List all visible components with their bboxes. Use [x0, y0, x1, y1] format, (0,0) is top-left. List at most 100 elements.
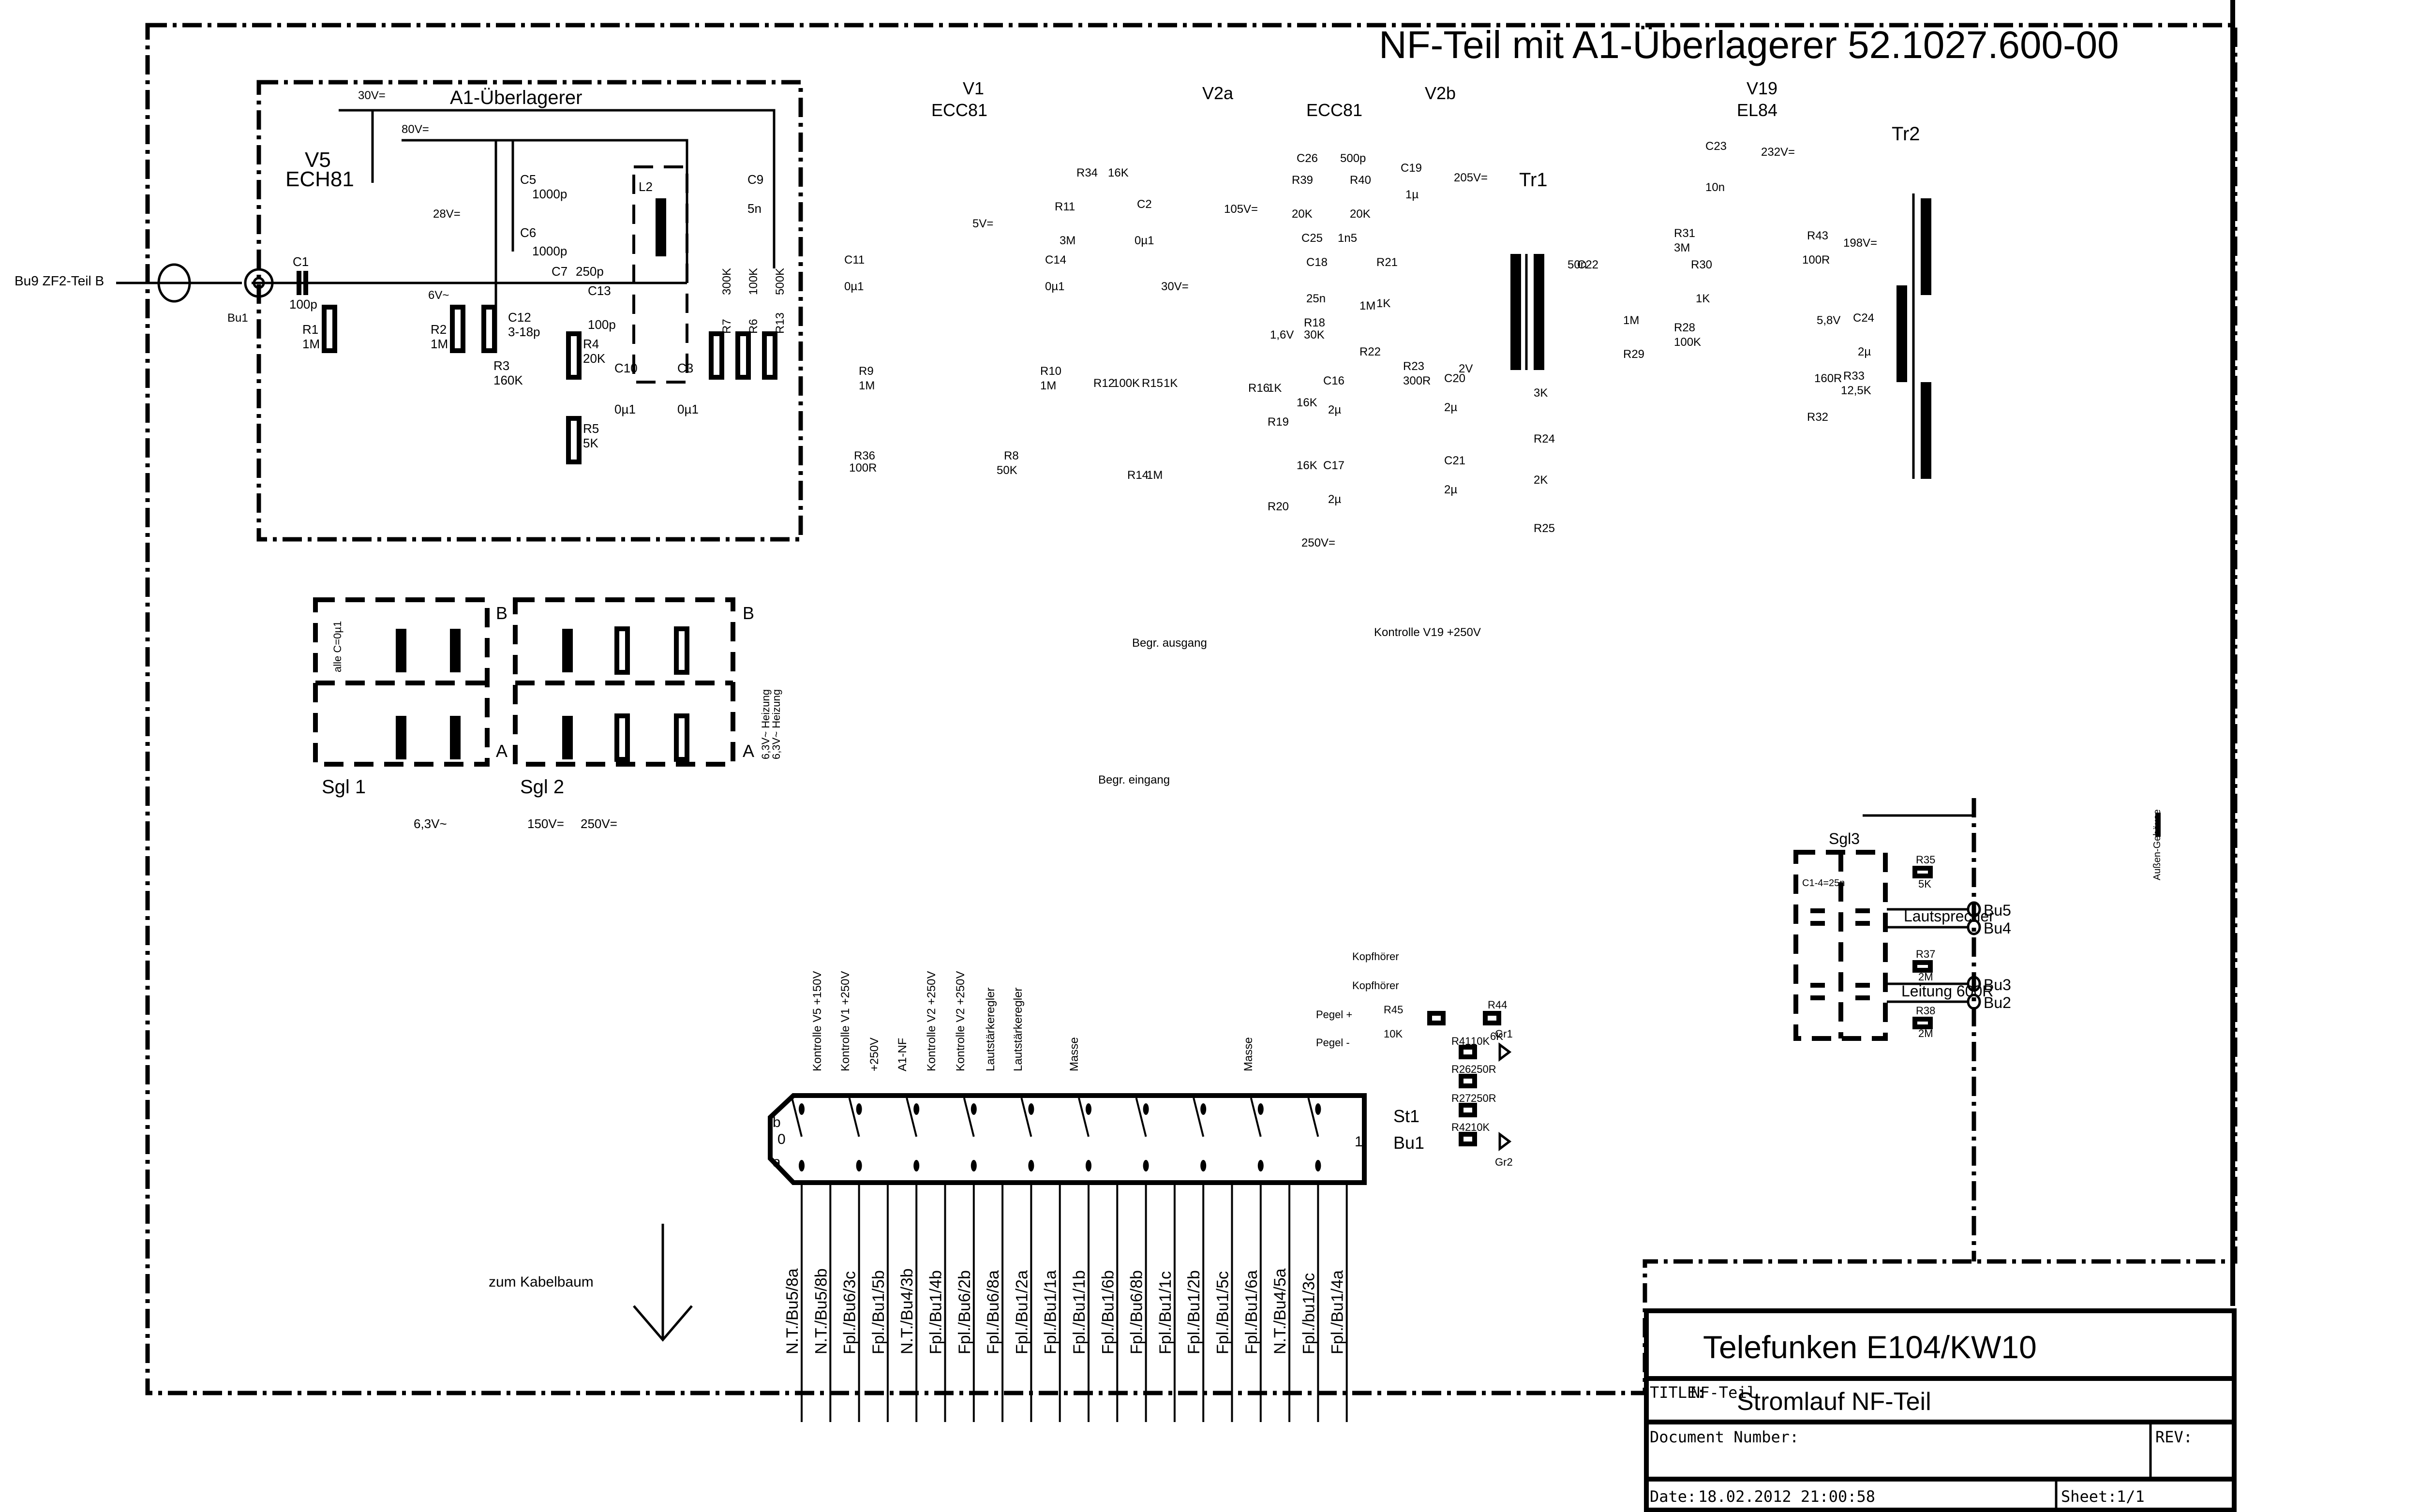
r38-value: 2M	[1918, 1027, 1933, 1039]
harness-wire-label: Fpl./Bu1/1b	[1070, 1270, 1089, 1354]
bu5-jack-icon[interactable]	[1967, 901, 1981, 918]
component-ref: C25	[1301, 232, 1323, 245]
component-ref: R29	[1623, 348, 1644, 361]
voltage-28v: 28V=	[433, 208, 461, 221]
switch-contact-b	[971, 1103, 977, 1115]
component-ref: R25	[1534, 522, 1555, 535]
r45-value: 10K	[1384, 1028, 1403, 1040]
voltage-label: 1,6V	[1270, 328, 1294, 341]
component-value: 16K	[1108, 166, 1129, 179]
switch-contact-b	[1315, 1103, 1321, 1115]
harness-wire-label: N.T./Bu5/8a	[783, 1268, 802, 1354]
harness-wire-label: Fpl./Bu1/5b	[869, 1270, 888, 1354]
component-value: 500p	[1340, 152, 1366, 165]
component-ref: R23	[1403, 360, 1424, 373]
component-ref: R28	[1674, 321, 1695, 334]
connector-signal-label: Masse	[1068, 1037, 1081, 1071]
bu2-jack-icon[interactable]	[1967, 993, 1981, 1010]
harness-wire-label: N.T./Bu4/3b	[898, 1268, 916, 1354]
st1-label: St1	[1393, 1106, 1419, 1126]
heater-label-2: 6,3V~ Heizung	[770, 689, 782, 759]
component-ref: R22	[1359, 345, 1381, 358]
component-ref: C22	[1577, 258, 1598, 271]
component-value: 1M	[1040, 379, 1056, 392]
r2-value: 1M	[431, 337, 448, 351]
component-value: 0µ1	[1135, 234, 1154, 247]
component-value: 10n	[1705, 181, 1725, 194]
r6-value: 100K	[747, 268, 760, 295]
v5-type: ECH81	[285, 167, 354, 191]
bu5-label: Bu5	[1984, 902, 2011, 919]
v2a-name: V2a	[1202, 83, 1234, 103]
r5-ref: R5	[583, 421, 599, 436]
c5-value: 1000p	[532, 187, 567, 201]
title-value: NF-Teil	[1691, 1383, 1756, 1402]
harness-wire-label: Fpl./Bu1/2a	[1013, 1270, 1031, 1354]
harness-wire-label: Fpl./Bu1/1c	[1156, 1271, 1175, 1354]
voltage-label: 205V=	[1454, 171, 1488, 184]
sgl1-block: Sgl 1 alle C=0µ1 B A	[313, 597, 508, 798]
component-value: 12,5K	[1841, 384, 1871, 397]
switch-lever	[1250, 1097, 1262, 1137]
tr1-label: Tr1	[1519, 169, 1548, 191]
harness-wire-label: Fpl./Bu6/8a	[984, 1270, 1002, 1354]
component-ref: R16	[1248, 382, 1269, 395]
date-value: 18.02.2012 21:00:58	[1698, 1487, 1875, 1506]
component-value: 3K	[1534, 386, 1548, 400]
component-ref: C2	[1137, 198, 1152, 211]
subtitle: Stromlauf NF-Teil	[1737, 1388, 1931, 1416]
r4-value: 20K	[583, 351, 606, 366]
c6-value: 1000p	[532, 244, 567, 258]
component-ref: C23	[1705, 140, 1727, 153]
voltage-label: 105V=	[1224, 203, 1258, 216]
ground-label: Außen-Gehäuse	[2152, 809, 2163, 880]
component-ref: C14	[1045, 253, 1066, 267]
component-value: 2µ	[1444, 401, 1457, 414]
sgl3-label: Sgl3	[1829, 830, 1860, 847]
component-value: 300R	[1403, 374, 1431, 387]
sgl1-note: alle C=0µ1	[331, 621, 343, 672]
component-value: 50K	[997, 464, 1017, 477]
r5-value: 5K	[583, 436, 598, 450]
heater-label-1: 6,3V~ Heizung	[760, 689, 772, 759]
r41-value: 10K	[1471, 1035, 1490, 1047]
switch-contact-b	[799, 1103, 805, 1115]
component-ref: R14	[1127, 469, 1149, 482]
r3-resistor	[481, 305, 497, 353]
switch-lever	[848, 1097, 860, 1137]
harness-wire-label: Fpl./Bu6/8b	[1128, 1270, 1146, 1354]
kontrolle-v19-label: Kontrolle V19 +250V	[1374, 626, 1481, 639]
st1-switch[interactable]: b 0 a 1 St1 Bu1	[768, 1093, 1424, 1185]
switch-lever	[963, 1097, 975, 1137]
bu4-jack-icon[interactable]	[1967, 919, 1981, 935]
begr-ausgang-label: Begr. ausgang	[1132, 637, 1207, 650]
supply-150v: 150V=	[527, 816, 564, 831]
r37-ref: R37	[1916, 948, 1935, 960]
switch-pos-0: 0	[777, 1131, 786, 1147]
gr1-ref: Gr1	[1495, 1028, 1513, 1040]
harness-wire-label: Fpl./bu1/3c	[1299, 1273, 1318, 1354]
switch-lever	[1307, 1097, 1319, 1137]
component-ref: C21	[1444, 454, 1465, 467]
r26-value: 250R	[1471, 1063, 1496, 1075]
component-value: 1K	[1376, 297, 1390, 310]
switch-contact-a	[1315, 1160, 1321, 1171]
switch-contact-a	[913, 1160, 920, 1171]
c1-value: 100p	[289, 297, 317, 311]
main-title: NF-Teil mit A1-Überlagerer 52.1027.600-0…	[1379, 23, 2119, 66]
connector-signal-label: Kontrolle V5 +150V	[811, 971, 824, 1071]
switch-contact-a	[856, 1160, 862, 1171]
harness-wire-label: Fpl./Bu1/6a	[1242, 1270, 1261, 1354]
v19-name: V19	[1747, 78, 1777, 98]
bu3-jack-icon[interactable]	[1967, 976, 1981, 992]
component-ref: R11	[1055, 200, 1075, 213]
component-value: 3M	[1060, 234, 1075, 247]
connector-signal-label: Kontrolle V2 +250V	[925, 971, 938, 1071]
c6-ref: C6	[520, 225, 536, 240]
component-value: 1K	[1164, 377, 1178, 390]
c12-value: 3-18p	[508, 325, 540, 339]
component-value: 25n	[1306, 292, 1326, 305]
r13-value: 500K	[774, 268, 787, 295]
